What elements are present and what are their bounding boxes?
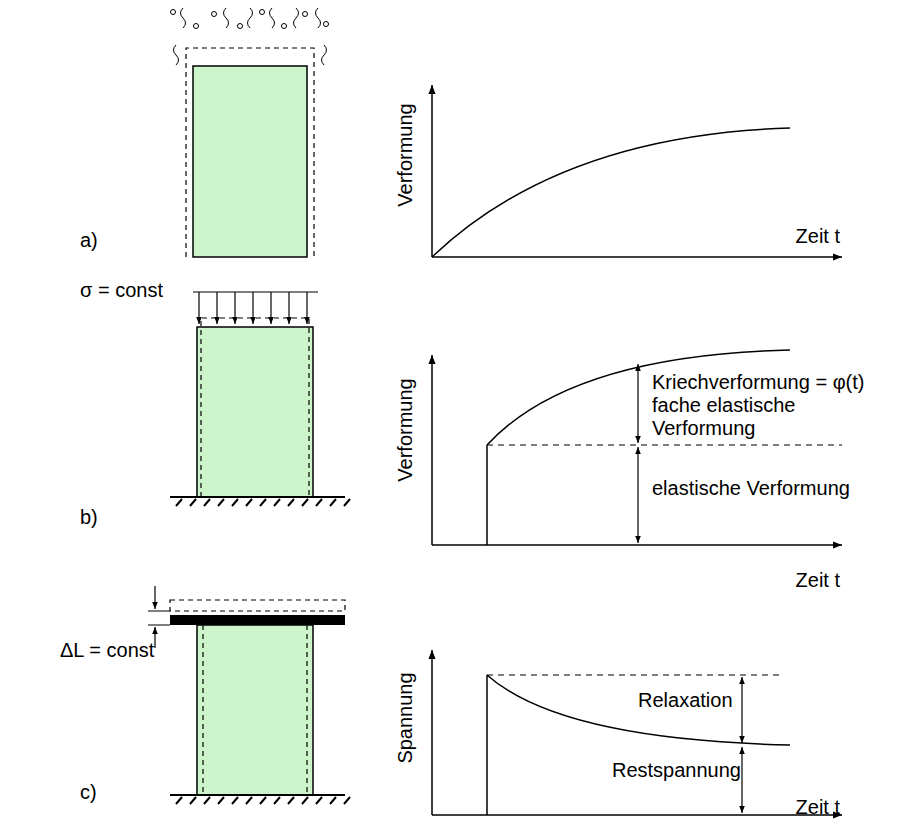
shrinkage-curve bbox=[432, 128, 790, 257]
panel-letter: c) bbox=[80, 781, 97, 804]
y-axis bbox=[431, 650, 433, 815]
hatch-stroke bbox=[176, 499, 182, 506]
ground-line bbox=[170, 496, 345, 498]
hatch-stroke bbox=[274, 499, 280, 506]
x-axis bbox=[432, 256, 842, 258]
hatch-stroke bbox=[246, 499, 252, 506]
x-axis bbox=[432, 544, 842, 546]
annotation: elastische Verformung bbox=[652, 477, 850, 500]
hatch-stroke bbox=[344, 499, 350, 506]
load-arrows bbox=[199, 292, 307, 324]
original-outline bbox=[201, 318, 309, 497]
concrete-specimen bbox=[197, 327, 313, 497]
y-axis bbox=[431, 85, 433, 257]
axis-title: Zeit t bbox=[796, 569, 840, 592]
original-outline bbox=[186, 48, 314, 257]
dimension-label: ΔL = const bbox=[60, 639, 154, 662]
specimen-b bbox=[170, 292, 350, 506]
hatch-stroke bbox=[274, 797, 280, 804]
elastic-jump bbox=[486, 445, 488, 545]
hatch-stroke bbox=[190, 499, 196, 506]
relaxation-curve bbox=[487, 675, 790, 745]
specimen-a bbox=[171, 8, 329, 257]
hatch-stroke bbox=[288, 797, 294, 804]
initial-stress-level bbox=[487, 674, 780, 675]
hatch-stroke bbox=[190, 797, 196, 804]
stress-jump bbox=[486, 675, 488, 815]
axis-title: Zeit t bbox=[796, 225, 840, 248]
hatch-stroke bbox=[204, 499, 210, 506]
ground-hatch bbox=[176, 797, 350, 804]
extension-line bbox=[148, 625, 170, 626]
dimension-arrow bbox=[154, 627, 155, 648]
hatch-stroke bbox=[176, 797, 182, 804]
graph-c bbox=[432, 650, 842, 815]
moisture-symbols bbox=[171, 8, 329, 65]
dimension-arrow bbox=[637, 364, 638, 443]
hatch-stroke bbox=[316, 499, 322, 506]
elastic-level bbox=[487, 444, 842, 445]
specimen-c bbox=[148, 586, 350, 804]
dimension-arrow bbox=[154, 586, 155, 609]
original-outline bbox=[203, 625, 307, 795]
loading-plate bbox=[170, 615, 345, 625]
dimension-arrow bbox=[741, 677, 742, 743]
hatch-stroke bbox=[288, 499, 294, 506]
load-label: σ = const bbox=[80, 279, 163, 302]
axis-title: Zeit t bbox=[796, 796, 840, 819]
hatch-stroke bbox=[316, 797, 322, 804]
extension-line bbox=[148, 611, 170, 612]
axis-title: Verformung bbox=[394, 378, 417, 481]
hatch-stroke bbox=[344, 797, 350, 804]
hatch-stroke bbox=[218, 797, 224, 804]
annotation: Kriechverformung = φ(t) fache elastische… bbox=[652, 371, 877, 440]
concrete-specimen bbox=[197, 625, 313, 795]
dimension-arrow bbox=[637, 447, 638, 543]
hatch-stroke bbox=[260, 499, 266, 506]
x-axis bbox=[432, 814, 842, 816]
hatch-stroke bbox=[330, 499, 336, 506]
axis-title: Verformung bbox=[394, 103, 417, 206]
ground-line bbox=[170, 794, 345, 796]
concrete-specimen bbox=[193, 66, 307, 257]
axis-title: Spannung bbox=[394, 672, 417, 763]
hatch-stroke bbox=[232, 797, 238, 804]
hatch-stroke bbox=[260, 797, 266, 804]
load-line bbox=[193, 291, 318, 292]
dimension-arrow bbox=[741, 747, 742, 813]
hatch-stroke bbox=[218, 499, 224, 506]
hatch-stroke bbox=[204, 797, 210, 804]
original-plate bbox=[170, 600, 345, 611]
graph-a bbox=[432, 85, 842, 257]
panel-letter: a) bbox=[80, 229, 98, 252]
hatch-stroke bbox=[302, 499, 308, 506]
annotation: Restspannung bbox=[612, 759, 741, 782]
hatch-stroke bbox=[302, 797, 308, 804]
ground-hatch bbox=[176, 499, 350, 506]
hatch-stroke bbox=[330, 797, 336, 804]
y-axis bbox=[431, 355, 433, 545]
panel-letter: b) bbox=[80, 506, 98, 529]
annotation: Relaxation bbox=[638, 689, 733, 712]
hatch-stroke bbox=[232, 499, 238, 506]
hatch-stroke bbox=[246, 797, 252, 804]
